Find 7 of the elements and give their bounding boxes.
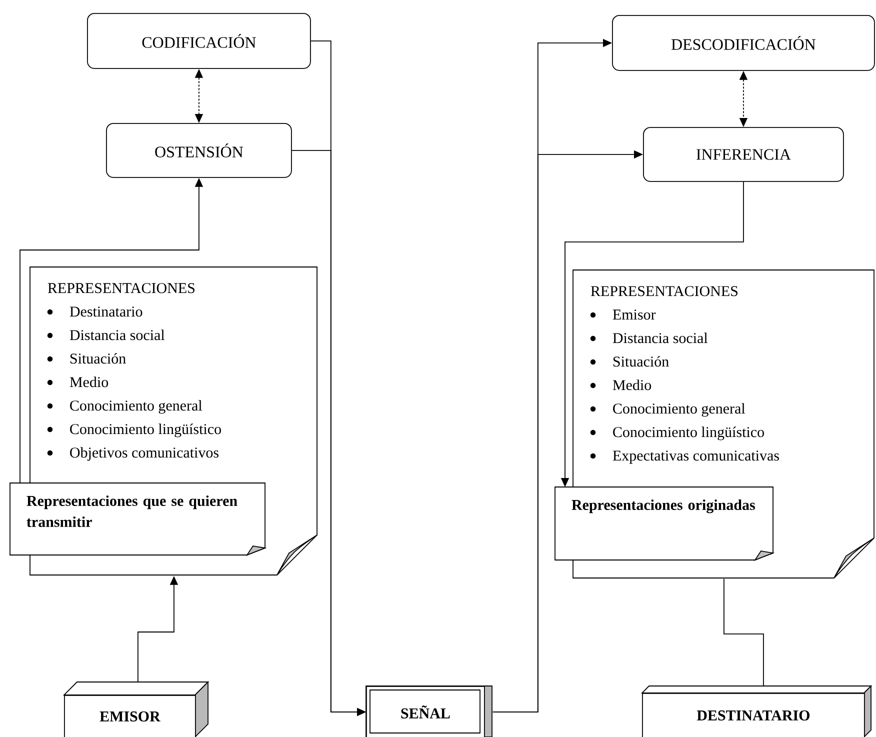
signal-box: SEÑAL <box>366 686 492 737</box>
node-label: EMISOR <box>100 711 161 722</box>
process-box: CODIFICACIÓN <box>87 13 311 69</box>
process-box: INFERENCIA <box>643 127 844 182</box>
process-box: DESCODIFICACIÓN <box>612 15 875 71</box>
node-label: DESTINATARIO <box>696 710 810 720</box>
process-box: OSTENSIÓN <box>106 123 292 178</box>
